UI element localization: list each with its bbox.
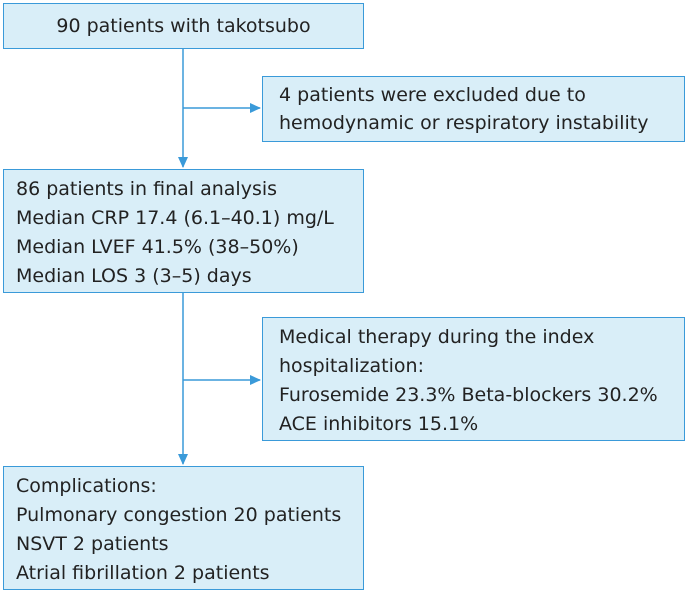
box-complications: Complications: Pulmonary congestion 20 p… xyxy=(3,466,364,590)
box-complications-line-2: Pulmonary congestion 20 patients xyxy=(16,504,342,526)
box-complications-line-4: Atrial fibrillation 2 patients xyxy=(16,562,270,584)
box-therapy-line-4: ACE inhibitors 15.1% xyxy=(279,413,479,435)
box-excluded-line-2: hemodynamic or respiratory instability xyxy=(279,112,649,134)
box-total-patients: 90 patients with takotsubo xyxy=(3,3,364,49)
box-therapy-line-1: Medical therapy during the index xyxy=(279,326,595,348)
box-therapy-line-2: hospitalization: xyxy=(279,355,424,377)
box-therapy-line-3: Furosemide 23.3% Beta-blockers 30.2% xyxy=(279,384,658,406)
box-final-analysis: 86 patients in final analysis Median CRP… xyxy=(3,169,364,293)
box-complications-line-3: NSVT 2 patients xyxy=(16,533,169,555)
box-medical-therapy: Medical therapy during the index hospita… xyxy=(262,317,685,441)
box-final-line-4: Median LOS 3 (3–5) days xyxy=(16,265,252,287)
box-final-line-3: Median LVEF 41.5% (38–50%) xyxy=(16,236,299,258)
box-final-line-2: Median CRP 17.4 (6.1–40.1) mg/L xyxy=(16,207,334,229)
box-total-patients-text: 90 patients with takotsubo xyxy=(56,15,311,37)
box-excluded-line-1: 4 patients were excluded due to xyxy=(279,84,586,106)
box-complications-line-1: Complications: xyxy=(16,475,157,497)
box-final-line-1: 86 patients in final analysis xyxy=(16,178,278,200)
box-excluded-patients: 4 patients were excluded due to hemodyna… xyxy=(262,76,685,142)
